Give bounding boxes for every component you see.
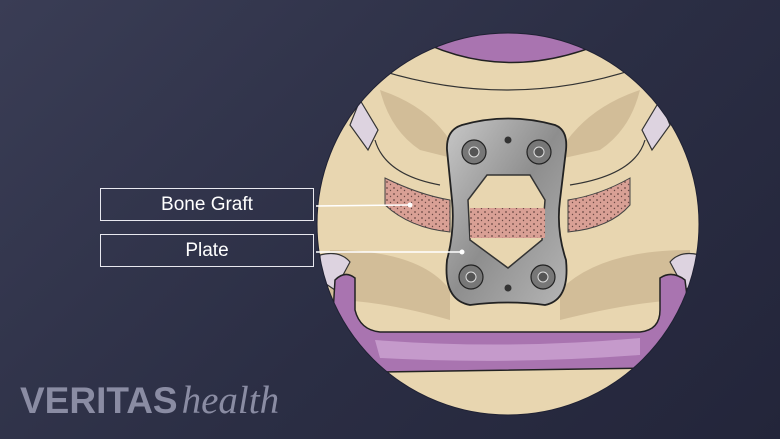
logo-brand-bold: VERITAS — [20, 380, 178, 421]
plate — [445, 117, 568, 306]
bone-graft-right — [567, 177, 631, 233]
plate-label: Plate — [100, 234, 314, 267]
plate-leader-dot — [459, 249, 465, 255]
veritas-health-logo: VERITAS health — [20, 378, 279, 423]
bone-graft-left — [384, 177, 451, 233]
bone-graft-leader-line — [315, 204, 411, 207]
bone-graft-leader-dot — [407, 202, 413, 208]
magnified-view — [317, 33, 699, 415]
logo-brand-italic: health — [181, 379, 280, 422]
bone-graft-label: Bone Graft — [100, 188, 314, 221]
